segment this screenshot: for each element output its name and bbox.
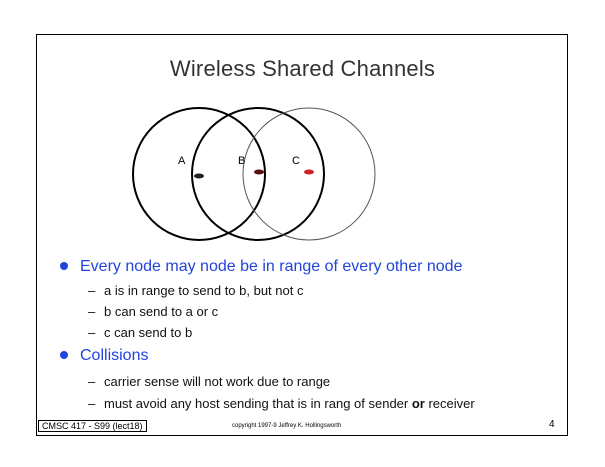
sub-bullet-text: carrier sense will not work due to range [104, 374, 331, 389]
dash-icon: – [88, 283, 96, 298]
dash-icon: – [88, 374, 96, 389]
dash-icon: – [88, 396, 96, 411]
sub-bullet-text: b can send to a or c [104, 304, 219, 319]
node-c-marker [304, 169, 314, 175]
slide-frame [36, 34, 568, 436]
sub-bullet-item: –must avoid any host sending that is in … [88, 396, 475, 411]
bullet-dot-icon [60, 350, 68, 359]
range-circle-c [242, 107, 376, 241]
sub-bullet-item: –b can send to a or c [88, 304, 218, 319]
bullet-text: Every node may node be in range of every… [80, 258, 463, 275]
sub-bullet-item: –a is in range to send to b, but not c [88, 283, 303, 298]
dash-icon: – [88, 304, 96, 319]
sub-bullet-text: a is in range to send to b, but not c [104, 283, 304, 298]
bullet-item: Every node may node be in range of every… [60, 258, 462, 276]
sub-bullet-item: –c can send to b [88, 325, 192, 340]
dash-icon: – [88, 325, 96, 340]
range-circle-b [191, 107, 325, 241]
sub-bullet-text-end: receiver [424, 396, 475, 411]
course-footer: CMSC 417 - S99 (lect18) [38, 420, 147, 432]
node-label-b: B [238, 155, 246, 167]
bullet-item: Collisions [60, 347, 148, 365]
copyright-footer: copyright 1997-9 Jeffrey K. Hollingswort… [232, 423, 342, 429]
node-a-marker [194, 173, 204, 179]
sub-bullet-text: must avoid any host sending that is in r… [104, 396, 412, 411]
sub-bullet-item: –carrier sense will not work due to rang… [88, 374, 330, 389]
page-number: 4 [549, 419, 555, 430]
node-b-marker [254, 169, 264, 175]
bullet-text: Collisions [80, 347, 149, 364]
bullet-dot-icon [60, 261, 68, 270]
sub-bullet-text: c can send to b [104, 325, 193, 340]
node-label-a: A [178, 155, 186, 167]
node-label-c: C [292, 155, 300, 167]
emphasis-text: or [411, 396, 425, 411]
range-circle-a [132, 107, 266, 241]
slide-title: Wireless Shared Channels [169, 56, 436, 81]
